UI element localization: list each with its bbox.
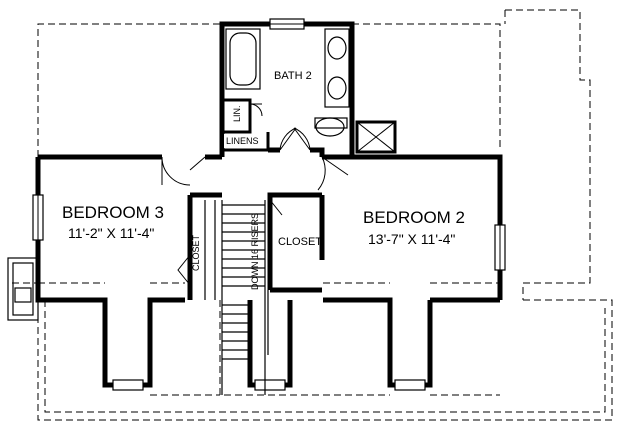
- bedroom-3-dimensions: 11'-2" X 11'-4": [68, 225, 154, 241]
- closet-left-label: CLOSET: [191, 234, 201, 271]
- bedroom-2-name: BEDROOM 2: [363, 208, 465, 227]
- exterior-walls: [35, 21, 503, 388]
- bathtub: [225, 28, 261, 90]
- closet-center-label: CLOSET: [278, 236, 322, 248]
- stairs-label: DOWN 16 RISERS: [250, 213, 260, 290]
- sinks: [324, 28, 350, 108]
- bedroom-3-name: BEDROOM 3: [62, 203, 164, 222]
- chase-box: [355, 120, 397, 154]
- linens-label-bg: [224, 134, 266, 148]
- bath-2-label: BATH 2: [274, 70, 312, 82]
- windows: [32, 18, 506, 391]
- linen-closets: [222, 98, 270, 152]
- bedroom-2-dimensions: 13'-7" X 11'-4": [368, 231, 455, 247]
- toilet: [314, 117, 348, 137]
- stairs: [204, 200, 269, 395]
- chimney: [7, 257, 39, 321]
- linen-small-label: LIN.: [232, 105, 242, 122]
- doors: [161, 127, 349, 286]
- linens-label: LINENS: [226, 136, 259, 146]
